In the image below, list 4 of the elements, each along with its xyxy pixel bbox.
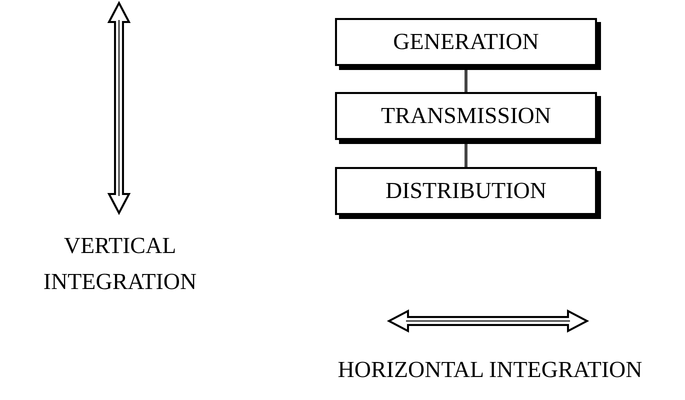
connector <box>464 68 468 92</box>
connector <box>464 142 468 167</box>
axis-label: VERTICAL INTEGRATION <box>42 232 198 296</box>
axis-label: HORIZONTAL INTEGRATION <box>336 356 644 384</box>
